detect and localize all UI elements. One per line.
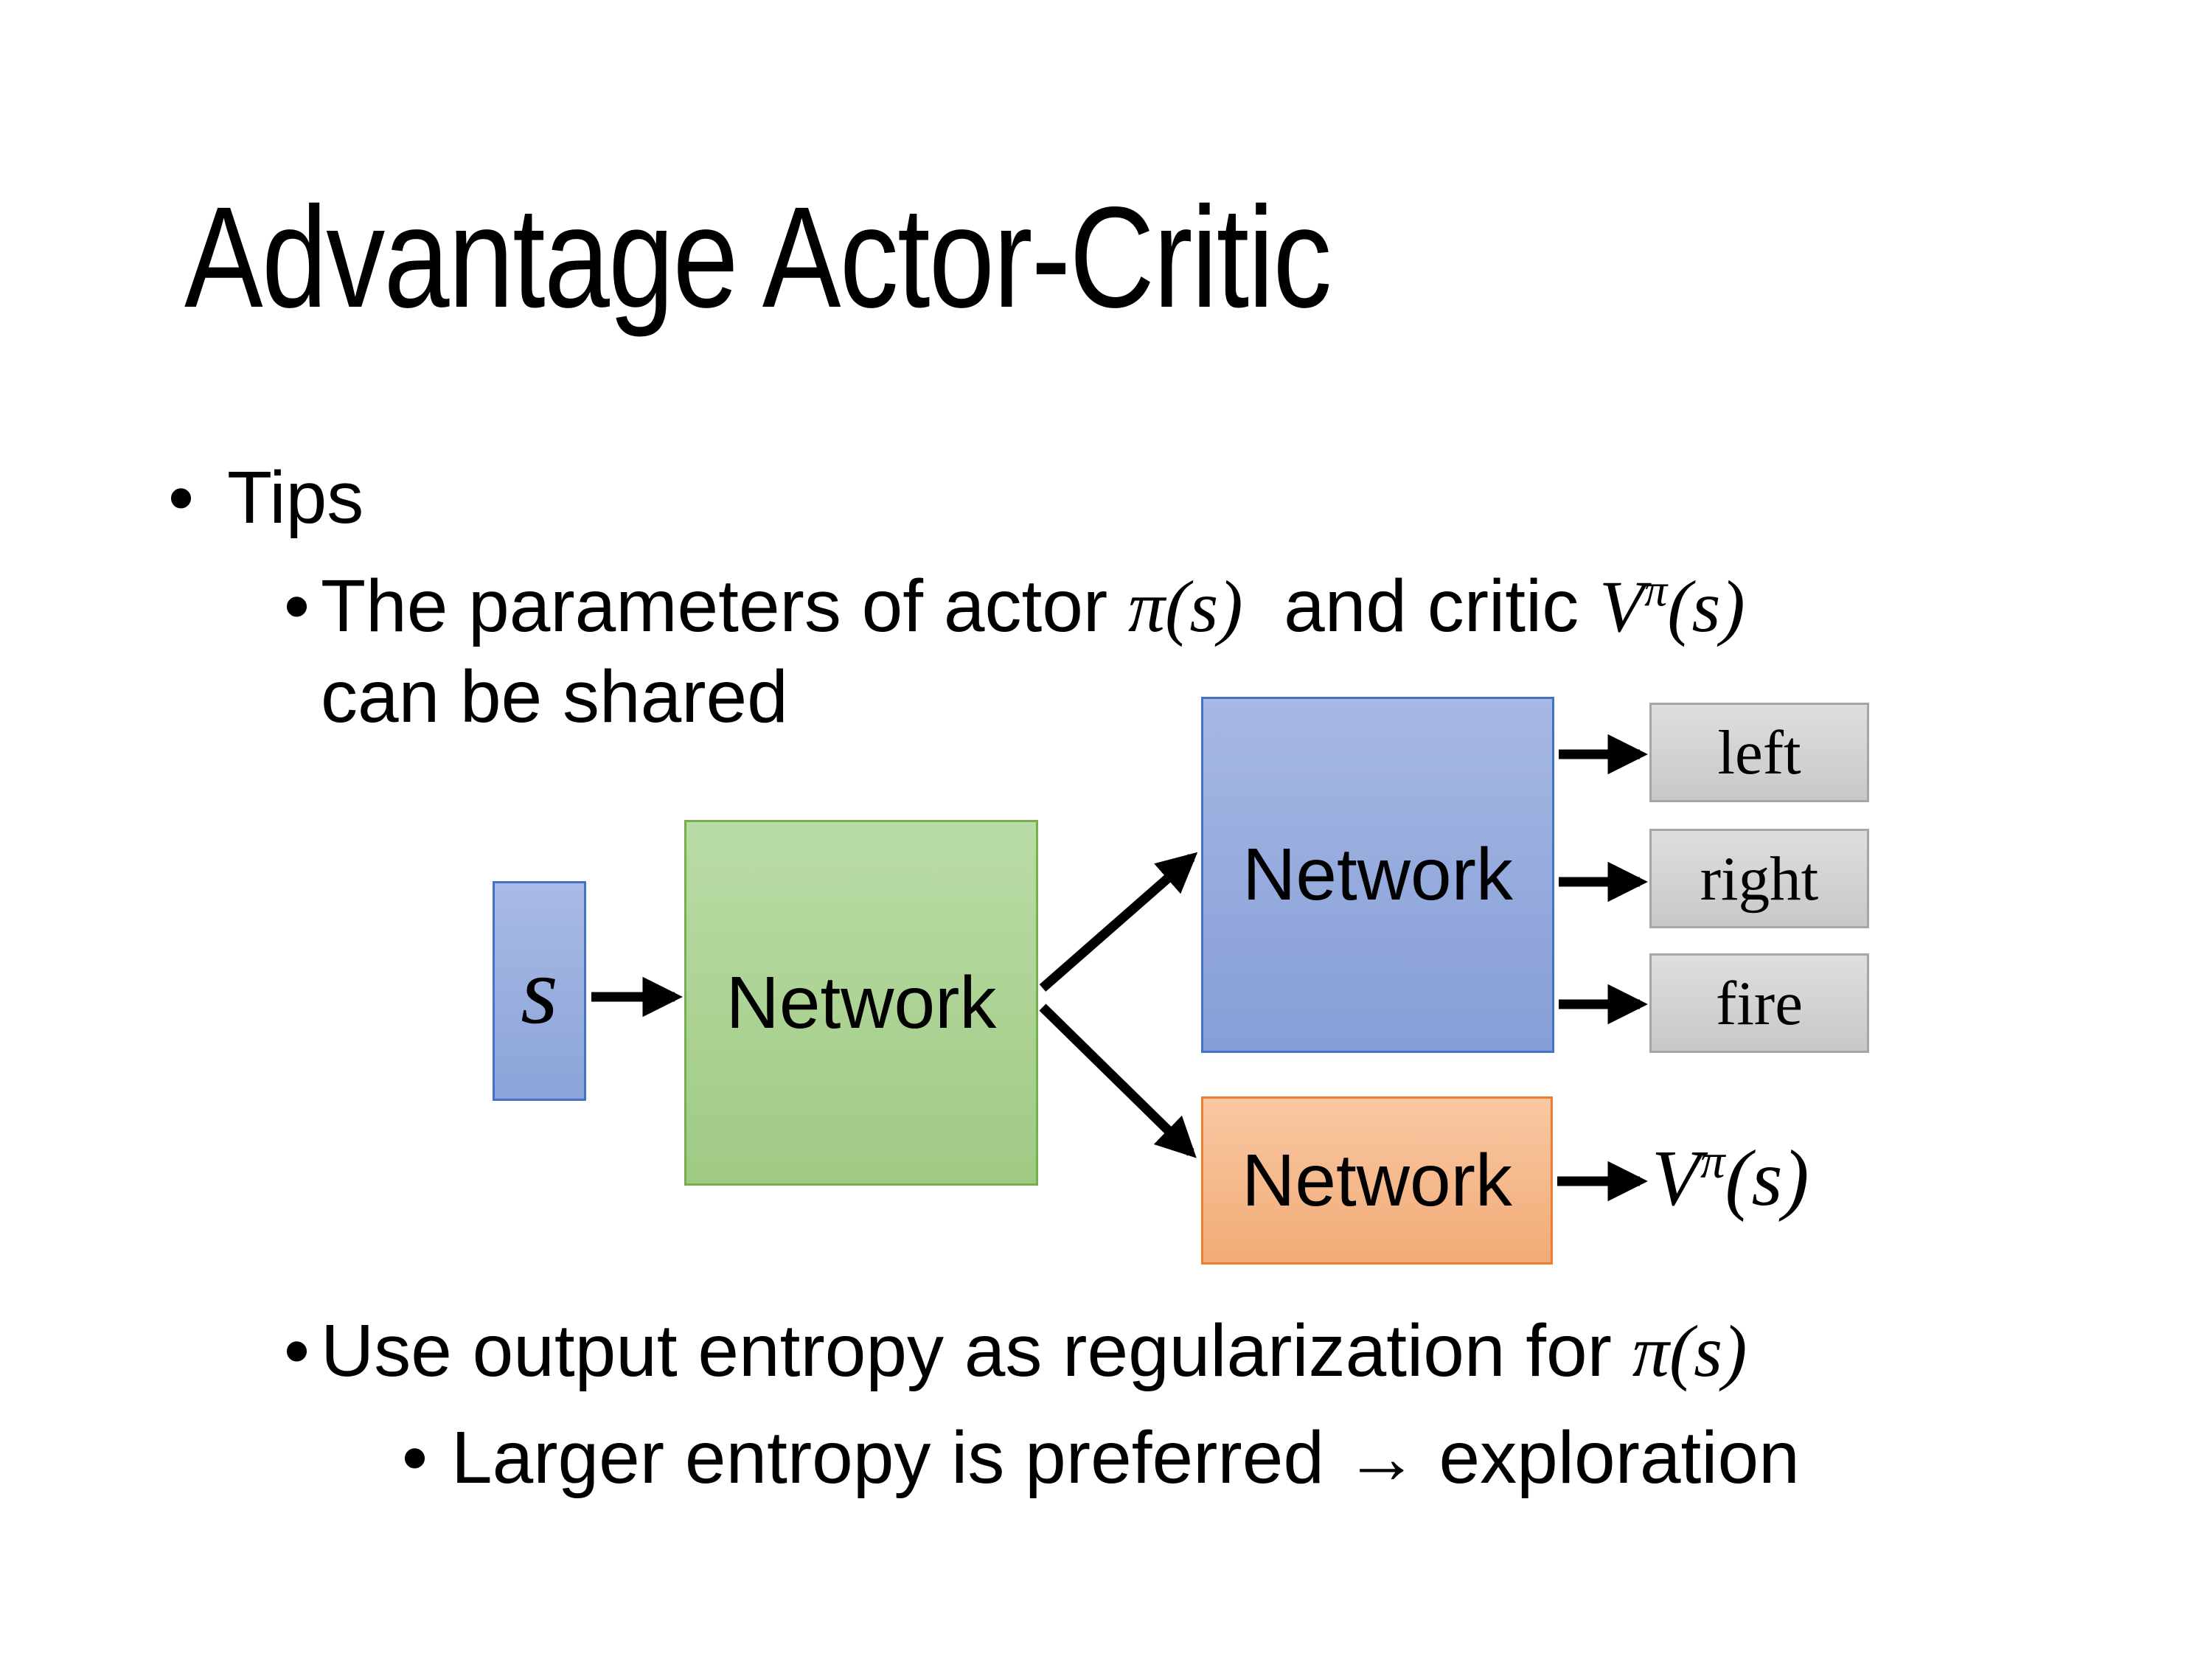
- bullet-dot-icon: •: [402, 1416, 428, 1499]
- critic-output-sup: π: [1700, 1134, 1725, 1189]
- actor-network-label: Network: [1242, 833, 1513, 916]
- bullet-shared-text: The parameters of actor π(s) and critic …: [321, 566, 1745, 647]
- bullet-entropy: • Use output entropy as regularization f…: [284, 1314, 1747, 1388]
- bullet-shared-line2: can be shared: [321, 660, 1745, 734]
- bullet-dot-icon: •: [284, 1310, 310, 1392]
- shared-network-label: Network: [726, 961, 997, 1044]
- bullet-dot-icon: •: [168, 456, 195, 539]
- shared-mid-text: and critic: [1242, 565, 1600, 647]
- bullet-tips: • Tips: [168, 461, 364, 535]
- action-box-right: right: [1649, 829, 1869, 928]
- bullet-exploration-text: Larger entropy is preferred → exploratio…: [451, 1416, 1800, 1499]
- critic-output-args: (s): [1725, 1135, 1809, 1222]
- entropy-policy-math: π(s): [1632, 1310, 1747, 1392]
- action-box-fire: fire: [1649, 953, 1869, 1053]
- shared-network-box: Network: [684, 820, 1038, 1186]
- shared-line2-text: can be shared: [321, 655, 788, 738]
- critic-network-box: Network: [1201, 1096, 1553, 1265]
- actor-policy-math: π(s): [1127, 566, 1243, 647]
- bullet-exploration: • Larger entropy is preferred → explorat…: [402, 1421, 1800, 1495]
- action-box-left: left: [1649, 703, 1869, 802]
- actor-network-box: Network: [1201, 697, 1554, 1053]
- entropy-pre-text: Use output entropy as regularization for: [321, 1310, 1632, 1392]
- state-box: s: [493, 881, 586, 1101]
- arrow-shared-to-actor: [1039, 852, 1198, 992]
- bullet-tips-label: Tips: [227, 456, 364, 539]
- critic-value-math-args: (s): [1667, 566, 1745, 647]
- state-label: s: [521, 938, 558, 1044]
- action-left-label: left: [1717, 717, 1801, 787]
- slide-title: Advantage Actor-Critic: [184, 177, 1332, 338]
- shared-pre-text: The parameters of actor: [321, 565, 1128, 647]
- action-right-label: right: [1700, 844, 1819, 914]
- critic-output-base: V: [1652, 1135, 1700, 1222]
- bullet-shared-line1: • The parameters of actor π(s) and criti…: [284, 565, 1745, 647]
- action-fire-label: fire: [1716, 968, 1803, 1038]
- critic-value-math-sup: π: [1644, 566, 1668, 616]
- bullet-entropy-text: Use output entropy as regularization for…: [321, 1314, 1747, 1388]
- critic-network-label: Network: [1242, 1138, 1512, 1222]
- bullet-shared-parameters: • The parameters of actor π(s) and criti…: [284, 565, 1745, 734]
- arrow-shared-to-critic: [1039, 1004, 1197, 1158]
- critic-value-math-base: V: [1599, 566, 1645, 647]
- critic-output-label: Vπ(s): [1652, 1137, 1809, 1219]
- bullet-dot-icon: •: [284, 565, 310, 647]
